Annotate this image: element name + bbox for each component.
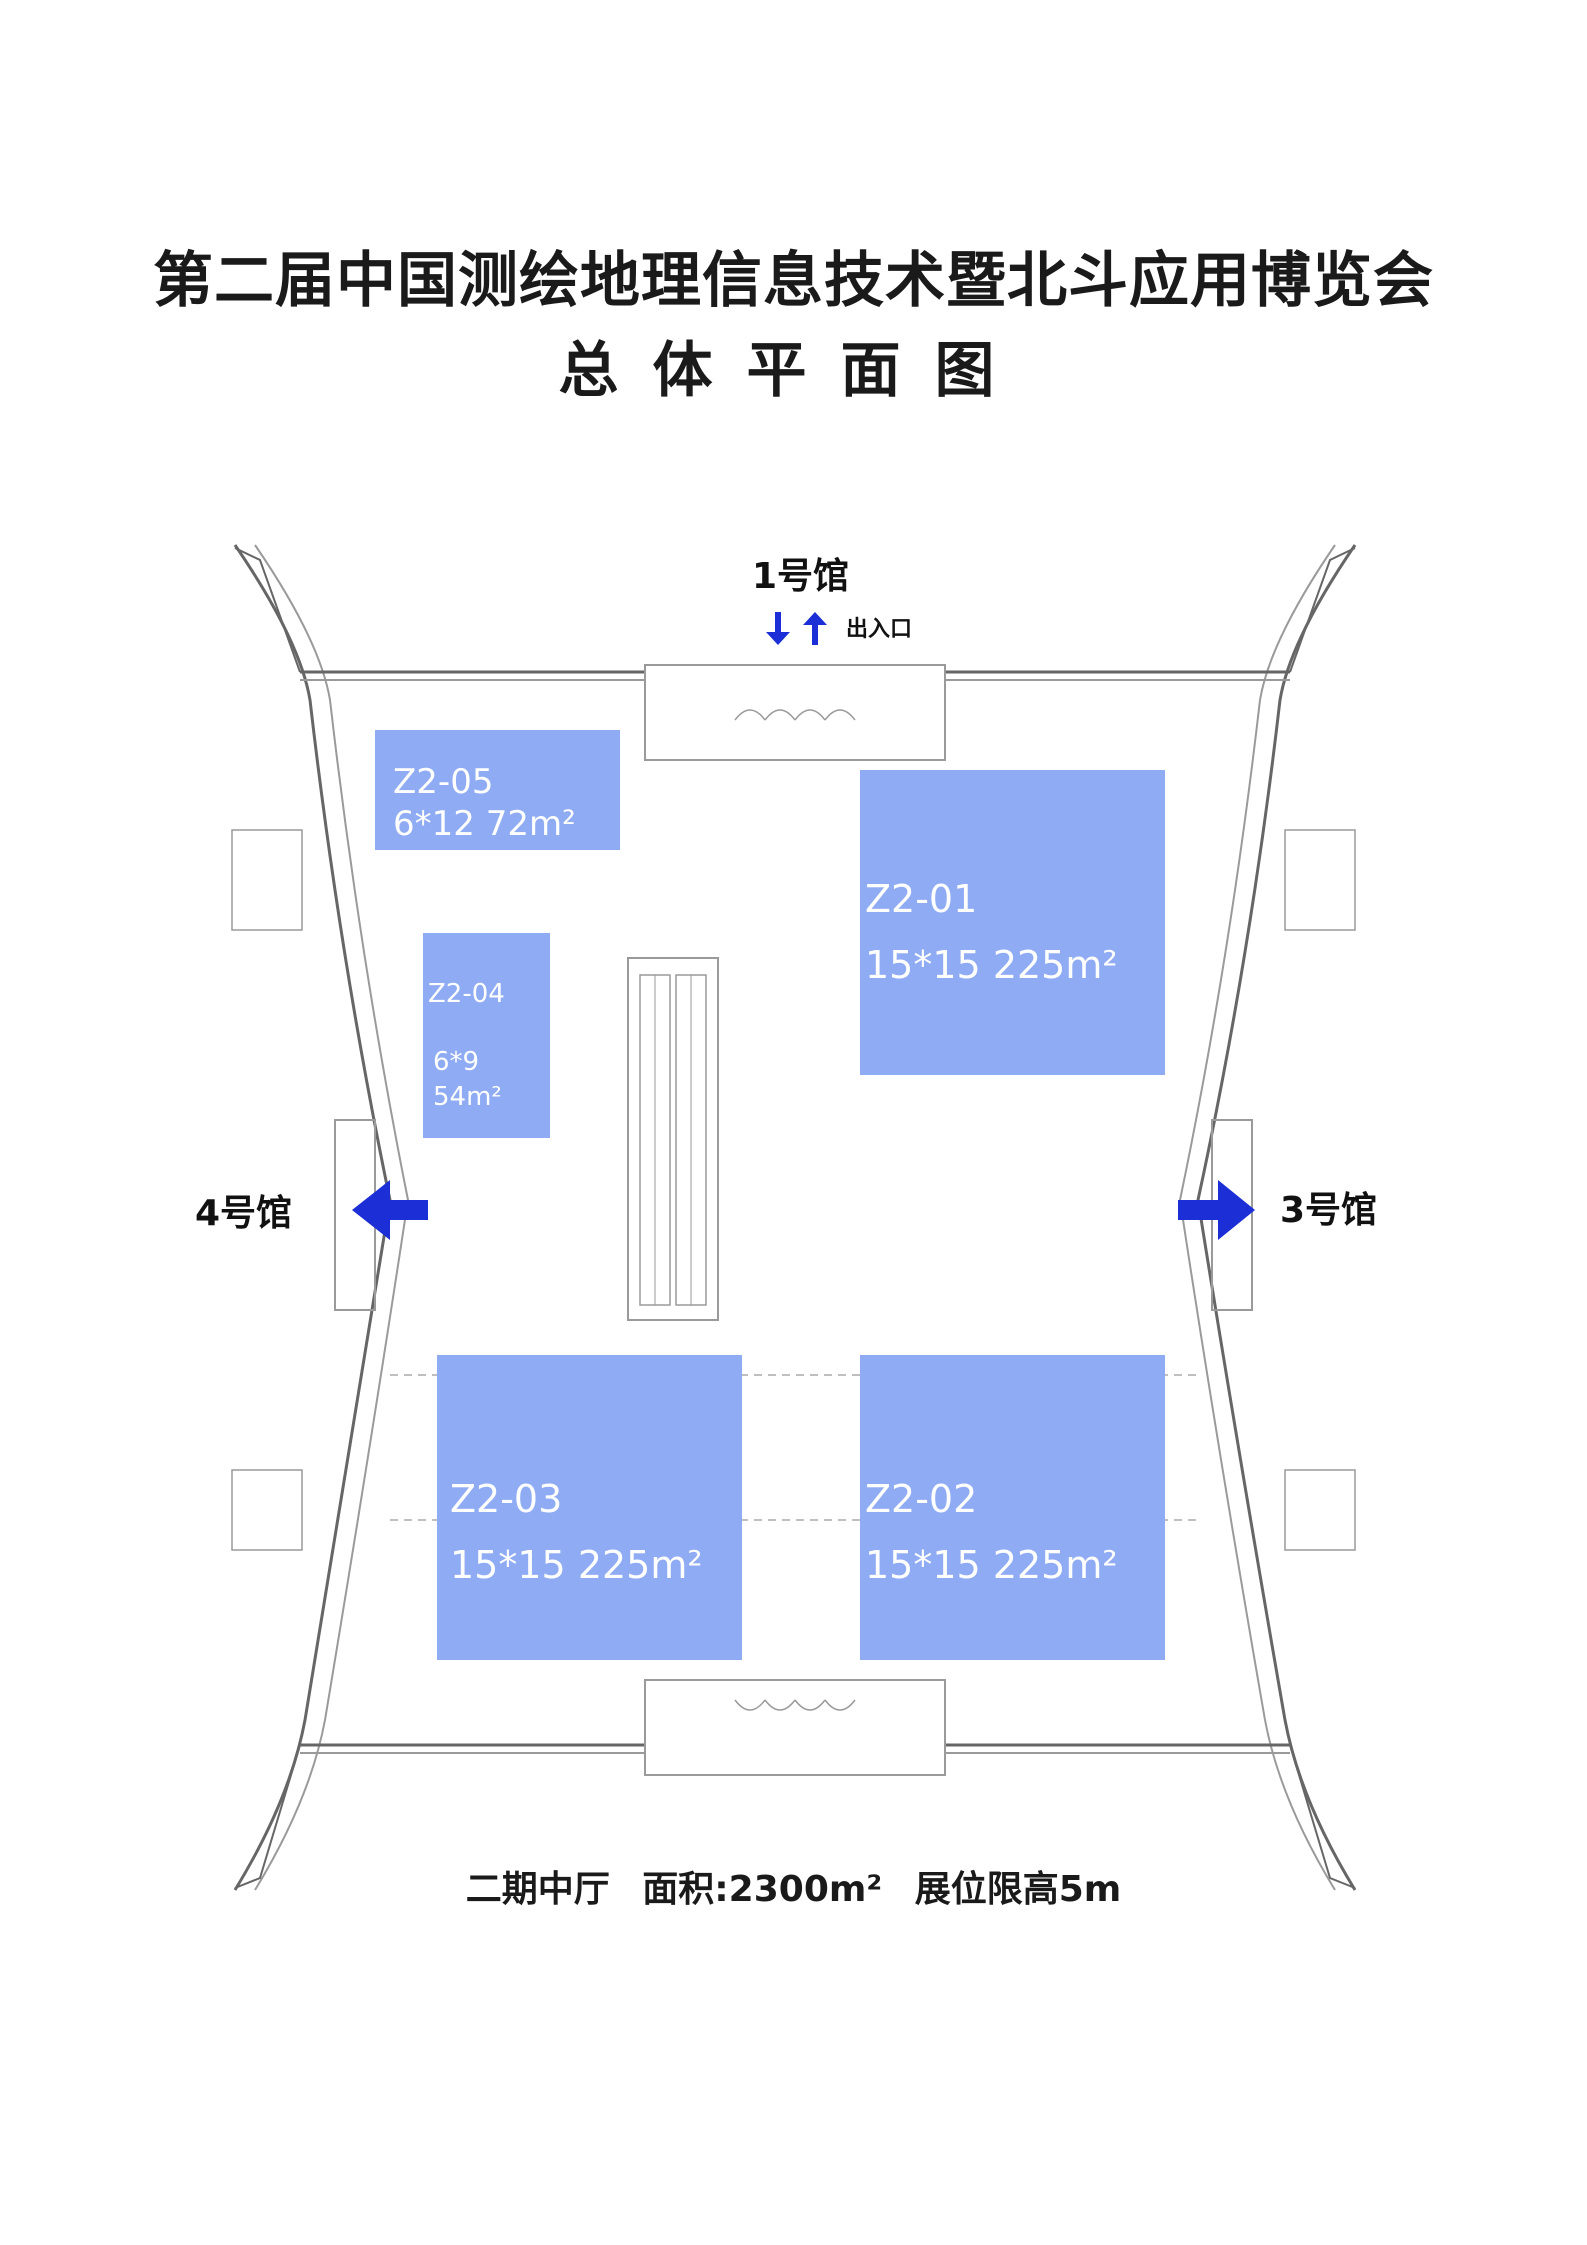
svg-text:15*15 225m²: 15*15 225m² <box>865 943 1118 987</box>
booth-size: 6*12 <box>393 804 475 844</box>
booth-z2-05[interactable]: Z2-05 6*12 72m² <box>375 730 620 850</box>
entrance-arrows-icon <box>766 612 827 645</box>
booth-z2-04[interactable]: Z2-04 6*9 54m² <box>423 933 550 1138</box>
booth-id: Z2-05 <box>393 762 493 802</box>
booth-id: Z2-01 <box>865 877 977 921</box>
svg-text:6*12 72m²: 6*12 72m² <box>393 804 576 844</box>
hall-3-arrow-icon <box>1178 1180 1255 1240</box>
booth-id: Z2-02 <box>865 1477 977 1521</box>
booth-area: 225m² <box>578 1543 703 1587</box>
booth-size: 15*15 <box>865 943 981 987</box>
hall-3-label: 3号馆 <box>1280 1190 1377 1231</box>
booth-size: 6*9 <box>433 1047 479 1077</box>
booth-area: 72m² <box>486 804 576 844</box>
hall-4-label: 4号馆 <box>195 1193 292 1234</box>
svg-text:15*15 225m²: 15*15 225m² <box>865 1543 1118 1587</box>
booth-z2-02[interactable]: Z2-02 15*15 225m² <box>860 1355 1165 1660</box>
entrance-label: 出入口 <box>846 617 912 642</box>
booth-area: 225m² <box>993 1543 1118 1587</box>
escalator <box>627 957 719 1321</box>
page-title: 第二届中国测绘地理信息技术暨北斗应用博览会 <box>153 246 1434 316</box>
booth-z2-03[interactable]: Z2-03 15*15 225m² <box>437 1355 742 1660</box>
svg-text:15*15 225m²: 15*15 225m² <box>450 1543 703 1587</box>
booth-id: Z2-04 <box>428 979 505 1009</box>
footer-height-limit: 展位限高5m <box>914 1869 1122 1910</box>
booth-area: 225m² <box>993 943 1118 987</box>
booth-size: 15*15 <box>865 1543 981 1587</box>
booth-id: Z2-03 <box>450 1477 562 1521</box>
booth-z2-01[interactable]: Z2-01 15*15 225m² <box>860 770 1165 1075</box>
booth-size: 15*15 <box>450 1543 566 1587</box>
hall-1-label: 1号馆 <box>752 556 849 597</box>
hall-4-arrow-icon <box>352 1180 428 1240</box>
footer-hall-name: 二期中厅 <box>465 1869 610 1910</box>
footer-info: 二期中厅 面积:2300m² 展位限高5m <box>0 1860 1587 1912</box>
page-subtitle: 总体平面图 <box>558 336 1029 406</box>
footer-area: 面积:2300m² <box>642 1869 883 1910</box>
booth-area: 54m² <box>433 1082 502 1112</box>
